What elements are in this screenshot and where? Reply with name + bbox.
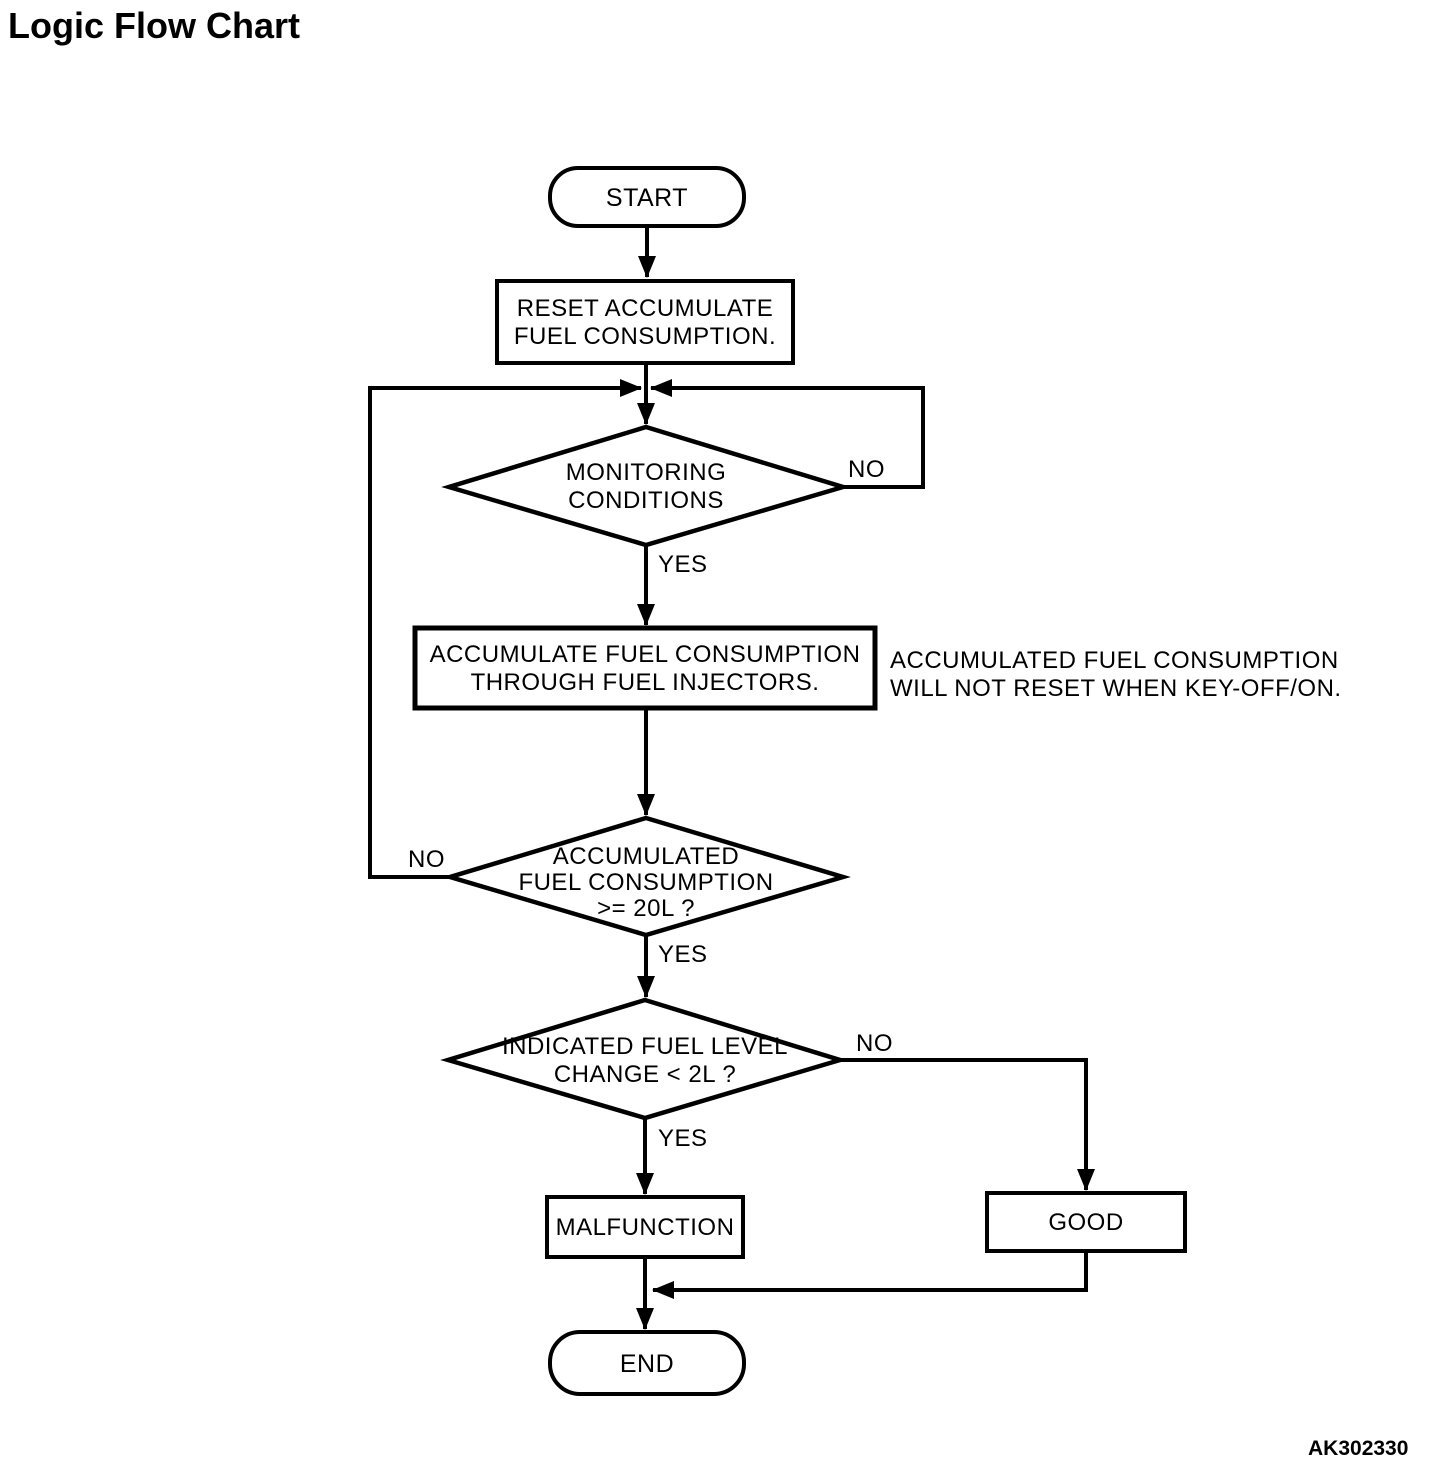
accumulate-note-line1: ACCUMULATED FUEL CONSUMPTION bbox=[890, 647, 1339, 674]
end-terminator bbox=[548, 1330, 746, 1396]
monitoring-label-line1: MONITORING bbox=[566, 459, 727, 486]
level-check-yes-label: YES bbox=[658, 1125, 708, 1152]
level-check-label-line2: CHANGE < 2L ? bbox=[554, 1061, 736, 1088]
reset-label-line2: FUEL CONSUMPTION. bbox=[514, 323, 776, 350]
accum-check-decision-diamond bbox=[442, 815, 851, 938]
accum-check-label-line1: ACCUMULATED bbox=[553, 843, 739, 870]
accumulate-label-line2: THROUGH FUEL INJECTORS. bbox=[471, 669, 820, 696]
monitoring-label-line2: CONDITIONS bbox=[568, 487, 724, 514]
accumulate-label-line1: ACCUMULATE FUEL CONSUMPTION bbox=[430, 641, 861, 668]
page-title: Logic Flow Chart bbox=[8, 5, 300, 46]
monitoring-yes-label: YES bbox=[658, 551, 708, 578]
edge-good-to-merge bbox=[652, 1251, 1088, 1299]
monitoring-no-label: NO bbox=[848, 456, 885, 483]
malfunction-label: MALFUNCTION bbox=[556, 1214, 735, 1241]
accum-check-yes-label: YES bbox=[658, 941, 708, 968]
good-label: GOOD bbox=[1048, 1209, 1123, 1236]
malfunction-process-box bbox=[545, 1195, 745, 1259]
start-label: START bbox=[606, 184, 688, 212]
level-check-no-label: NO bbox=[856, 1030, 893, 1057]
reset-process-box bbox=[495, 279, 795, 365]
accum-check-label-line2: FUEL CONSUMPTION bbox=[518, 869, 773, 896]
level-check-decision-diamond bbox=[440, 997, 848, 1121]
level-check-label-line1: INDICATED FUEL LEVEL bbox=[502, 1033, 788, 1060]
edge-monitoring-no-loop bbox=[650, 379, 925, 489]
reset-label-line1: RESET ACCUMULATE bbox=[517, 295, 774, 322]
edge-level-check-no bbox=[840, 1058, 1095, 1191]
good-process-box bbox=[985, 1191, 1187, 1253]
accumulate-note-line2: WILL NOT RESET WHEN KEY-OFF/ON. bbox=[890, 675, 1342, 702]
end-label: END bbox=[620, 1350, 674, 1378]
figure-id: AK302330 bbox=[1308, 1437, 1408, 1460]
edge-accum-check-no-loop bbox=[368, 379, 642, 879]
start-terminator bbox=[548, 166, 746, 228]
accumulate-process-box bbox=[412, 625, 878, 711]
accum-check-no-label: NO bbox=[408, 846, 445, 873]
accum-check-label-line3: >= 20L ? bbox=[597, 895, 695, 922]
monitoring-decision-diamond bbox=[441, 424, 851, 548]
